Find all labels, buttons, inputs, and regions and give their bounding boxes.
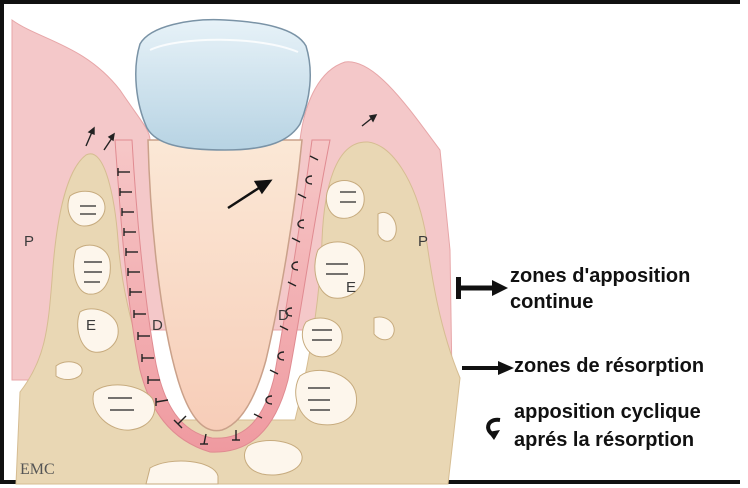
marrow-space: [244, 441, 302, 475]
label-p-left: P: [24, 233, 34, 250]
marrow-space: [315, 242, 365, 298]
marrow-space: [302, 318, 342, 357]
legend-apposition-line2: continue: [510, 290, 593, 314]
credit-logo: EMC: [20, 461, 55, 478]
arrow-icon: [462, 361, 514, 375]
legend-cyclic-line2: aprés la résorption: [514, 428, 694, 452]
label-e-right: E: [346, 279, 356, 296]
label-d-right: D: [278, 307, 289, 324]
marrow-space: [326, 181, 364, 219]
legend-resorption: zones de résorption: [514, 354, 704, 378]
label-p-right: P: [418, 233, 428, 250]
marrow-space: [74, 245, 111, 294]
label-d-left: D: [152, 317, 163, 334]
marrow-space: [56, 362, 82, 380]
label-e-left: E: [86, 317, 96, 334]
legend-cyclic-line1: apposition cyclique: [514, 400, 701, 424]
t-arrow-icon: [456, 277, 508, 299]
curl-arrow-icon: [488, 420, 500, 440]
legend-apposition-line1: zones d'apposition: [510, 264, 690, 288]
